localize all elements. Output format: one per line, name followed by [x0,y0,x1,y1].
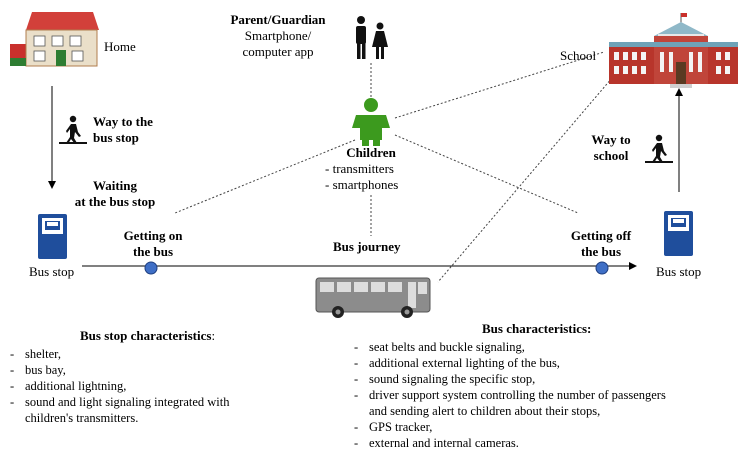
list-item: shelter, [8,346,308,362]
bus-stop-characteristics: Bus stop characteristics: shelter, bus b… [8,328,308,426]
list-item: additional lightning, [8,378,308,394]
getting-on-bus-label: Getting on the bus [123,228,183,259]
children-title: Children [346,145,396,160]
bus-stop-sign-left [38,214,67,259]
child-busstop-left-link [174,139,356,214]
bus-stop-characteristics-list: shelter, bus bay, additional lightning, … [8,346,308,426]
list-item: external and internal cameras. [352,435,736,451]
list-item: seat belts and buckle signaling, [352,339,736,355]
school-icon [609,13,738,88]
guardian-block: Parent/Guardian Smartphone/ computer app [210,12,346,60]
list-item: bus bay, [8,362,308,378]
way-to-school-label: Way to school [591,132,631,163]
guardian-line-2: computer app [242,44,314,59]
bus-journey-label: Bus journey [333,239,401,254]
list-item: driver support system controlling the nu… [352,387,736,403]
pedestrian-icon-school [645,134,673,163]
list-item: children's transmitters. [8,410,308,426]
child-school-link [394,51,605,119]
waiting-at-bus-stop-label: Waiting at the bus stop [74,178,156,209]
bus-stop-right-label: Bus stop [656,264,702,279]
list-item: sound and light signaling integrated wit… [8,394,308,410]
home-label: Home [104,39,136,54]
school-bus-link [437,77,613,283]
school-label: School [560,48,597,63]
guardian-line-1: Smartphone/ [244,28,312,43]
getting-off-bus-label: Getting off the bus [570,228,632,259]
bus-characteristics: Bus characteristics: seat belts and buck… [352,321,736,451]
children-item-transmitters: - transmitters [325,161,394,176]
bus-characteristics-list: seat belts and buckle signaling, additio… [352,339,736,451]
pedestrian-icon-home [59,115,87,144]
list-item: and sending alert to children about thei… [352,403,736,419]
getting-on-point [144,261,158,275]
way-to-bus-stop-label: Way to the bus stop [93,114,153,145]
bus-icon [315,277,431,318]
guardian-title: Parent/Guardian [230,12,326,27]
getting-off-point [595,261,609,275]
children-block: Children - transmitters - smartphones [325,145,425,193]
bus-stop-sign-right [664,211,693,256]
house-icon [10,12,99,67]
list-item: sound signaling the specific stop, [352,371,736,387]
list-item: GPS tracker, [352,419,736,435]
parent-guardian-icon [356,16,388,59]
bus-stop-characteristics-title: Bus stop characteristics: [80,328,216,343]
dotted-connectors [174,51,613,283]
list-item: additional external lighting of the bus, [352,355,736,371]
bus-characteristics-title: Bus characteristics: [482,321,592,336]
child-busstop-right-link [394,134,579,214]
children-item-smartphones: - smartphones [325,177,399,192]
bus-stop-left-label: Bus stop [29,264,75,279]
child-icon [352,98,390,146]
